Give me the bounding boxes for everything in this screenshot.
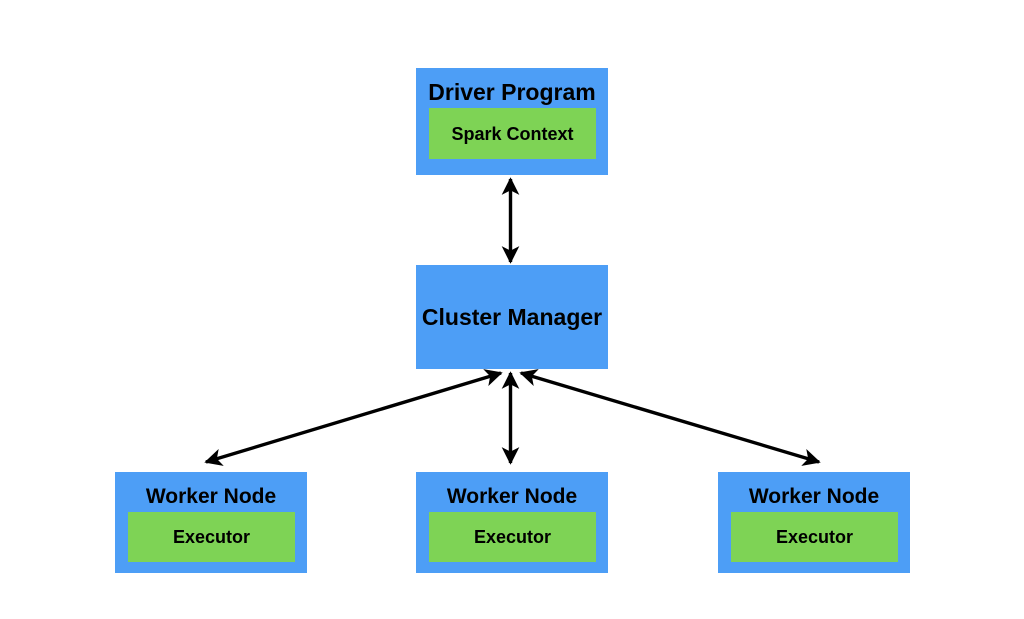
spark-context-box: Spark Context bbox=[429, 108, 596, 159]
executor-2-label: Executor bbox=[473, 527, 552, 547]
executor-box-2: Executor bbox=[429, 512, 596, 562]
arrow-cluster-manager-to-worker-3 bbox=[519, 369, 821, 466]
arrow-cluster-manager-to-worker-1 bbox=[204, 369, 503, 466]
executor-box-1: Executor bbox=[128, 512, 295, 562]
cluster-manager-node: Cluster Manager bbox=[416, 265, 608, 369]
worker-node-3-label: Worker Node bbox=[748, 485, 880, 508]
executor-3-label: Executor bbox=[775, 527, 854, 547]
cluster-manager-label: Cluster Manager bbox=[421, 303, 603, 330]
worker-node-2-label: Worker Node bbox=[446, 485, 578, 508]
driver-program-label: Driver Program bbox=[428, 79, 596, 105]
worker-node-1-label: Worker Node bbox=[145, 485, 277, 508]
spark-context-label: Spark Context bbox=[451, 123, 574, 144]
executor-box-3: Executor bbox=[731, 512, 898, 562]
executor-1-label: Executor bbox=[172, 527, 251, 547]
